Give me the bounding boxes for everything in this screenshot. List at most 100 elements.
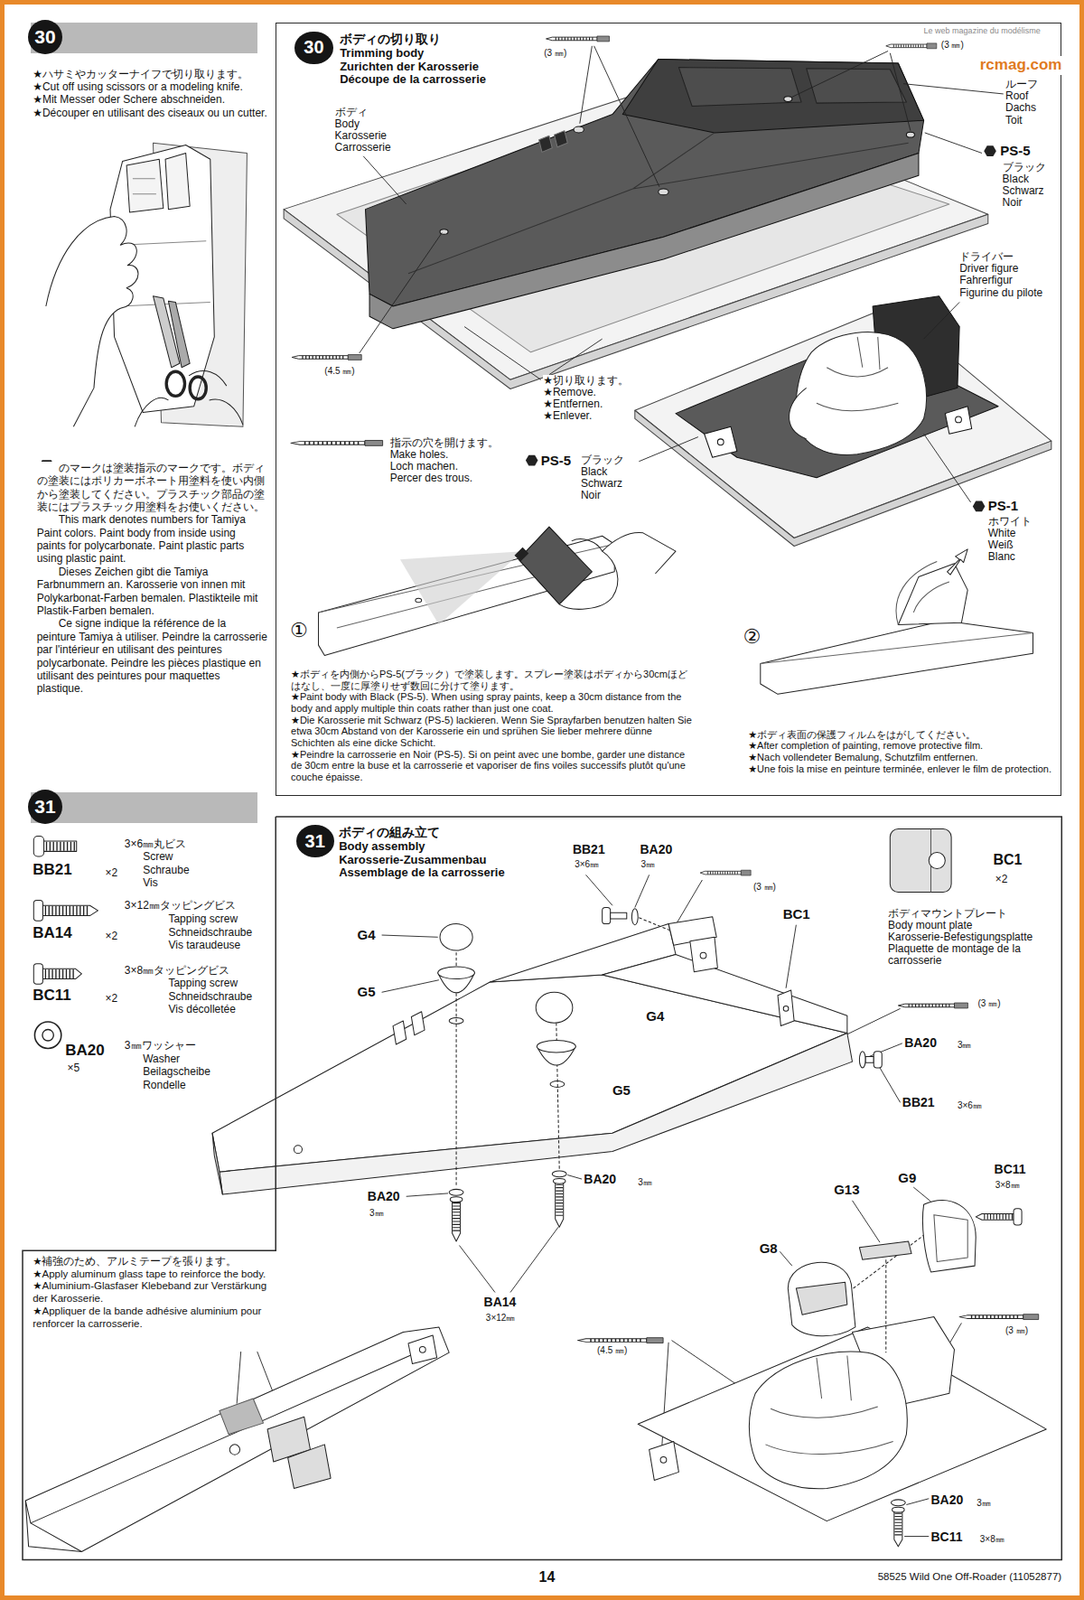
label-text: Schneidschraube	[168, 990, 253, 1003]
leader-line	[925, 132, 982, 154]
screw-icon	[33, 900, 43, 922]
label-text: Roof	[1005, 90, 1028, 103]
film-removal-illustration	[897, 563, 968, 626]
label-group: ScrewSchraubeVis	[142, 850, 189, 889]
step-header-band: 31	[30, 792, 258, 823]
label-group: (4.5 ㎜)	[597, 1345, 627, 1356]
part-number: BA20	[367, 1188, 401, 1205]
step-number: 31	[28, 789, 63, 824]
instruction-note: Dieses Zeichen gibt die Tamiya Farbnumme…	[37, 565, 268, 618]
driver-figure	[944, 406, 972, 435]
tape-illustration	[25, 1349, 424, 1552]
label-group: BB21	[32, 860, 72, 879]
body-mount-plate	[777, 990, 795, 1027]
label-text: ★Remove.	[542, 386, 597, 399]
driver-figure	[660, 1456, 667, 1463]
driver-figure	[704, 426, 738, 458]
label-group: 3×6㎜	[574, 859, 599, 870]
leader-line	[406, 1175, 582, 1293]
label-group: BC11	[931, 1529, 963, 1545]
label-group: G9	[897, 1169, 916, 1187]
label-text: 3×8㎜	[980, 1533, 1005, 1545]
label-group: ★ハサミやカッターナイフで切り取ります。★Cut off using sciss…	[32, 67, 274, 121]
driver-figure	[983, 1214, 1013, 1220]
film-removal-illustration	[760, 633, 1034, 664]
leader-line	[579, 46, 660, 187]
screw-icon	[452, 1200, 461, 1242]
label-group: ②	[743, 625, 762, 649]
label-group: G5	[612, 1082, 631, 1099]
label-group: 3㎜ワッシャー	[124, 1038, 197, 1052]
label-text: ②	[743, 625, 762, 649]
label-text: 3㎜	[957, 1039, 972, 1051]
label-group: ★ボディ表面の保護フィルムをはがしてください。★After completion…	[747, 728, 1060, 776]
label-text: White	[988, 527, 1017, 540]
instruction-note: ★Die Karosserie mit Schwarz (PS-5) lacki…	[290, 714, 694, 749]
paint-illustration	[518, 526, 592, 605]
body-shell	[573, 126, 584, 133]
driver-figure	[890, 1499, 906, 1506]
trimming-illustration	[118, 178, 211, 307]
trimming-illustration	[46, 216, 139, 428]
screw-icon	[865, 1055, 874, 1063]
label-group: BC1	[783, 906, 811, 923]
instruction-note: Ce signe indique la référence de la pein…	[37, 616, 268, 695]
body-shell	[411, 1011, 425, 1036]
label-text: Washer	[142, 1052, 180, 1066]
illustration	[25, 36, 1052, 1552]
label-text: Vis décolletée	[168, 1002, 236, 1016]
label-group: 3×8㎜	[995, 1179, 1020, 1191]
node-text-block: 31	[296, 824, 335, 858]
paint-mark	[983, 145, 997, 157]
instruction-note: ★ボディ表面の保護フィルムをはがしてください。	[747, 728, 976, 741]
screw-icon	[448, 1188, 464, 1196]
driver-figure	[934, 1214, 968, 1262]
label-group: ドライバーDriver figureFahrerfigurFigurine du…	[959, 251, 1043, 300]
screw-icon	[42, 968, 82, 979]
part-number: G8	[759, 1240, 778, 1257]
part-number: G5	[356, 983, 375, 1000]
body-shell	[784, 96, 793, 103]
part-number: BA20	[639, 841, 673, 858]
driver-figure	[894, 1513, 902, 1538]
label-text: Fahrerfigur	[959, 274, 1013, 287]
screw-icon	[638, 917, 672, 932]
label-text: Noir	[580, 489, 601, 502]
label-group: (4.5 ㎜)	[324, 365, 355, 377]
label-text: ×2	[104, 866, 118, 879]
screw-icon	[551, 1170, 567, 1178]
node-text-block: 30	[28, 19, 63, 55]
body-shell	[658, 188, 669, 196]
step-header-band: 30	[30, 22, 258, 54]
body-mount-plate	[700, 952, 707, 959]
label-group: G13	[833, 1181, 860, 1198]
label-text: Loch machen.	[390, 460, 458, 473]
screw-icon	[555, 1181, 564, 1227]
label-text: (3 ㎜)	[543, 47, 567, 59]
body-shell	[212, 1132, 223, 1195]
label-text: 3㎜	[641, 859, 656, 870]
label-text: Make holes.	[390, 448, 449, 461]
paint-illustration	[559, 532, 676, 610]
step-number: 30	[294, 31, 333, 65]
label-text: Black	[580, 466, 608, 478]
instruction-note: This mark denotes numbers for Tamiya Pai…	[37, 513, 268, 566]
leader-line	[359, 233, 443, 354]
screw-icon	[873, 1051, 882, 1068]
washer-icon	[42, 1029, 54, 1041]
label-group: ボディマウントプレートBody mount plateKarosserie-Be…	[887, 907, 1060, 968]
leader-line	[779, 1186, 931, 1266]
label-text: 3㎜	[369, 1207, 384, 1219]
label-text: Schraube	[142, 863, 189, 877]
label-text: Blanc	[988, 551, 1016, 563]
tape-illustration	[229, 1444, 240, 1455]
part-number: BA20	[583, 1171, 617, 1187]
label-text: Weiß	[988, 539, 1014, 552]
paint-mark	[525, 455, 539, 467]
tape-illustration	[408, 1335, 438, 1365]
trimming-illustration	[189, 376, 206, 400]
label-text: Vis taraudeuse	[168, 938, 241, 952]
screw-icon	[45, 969, 76, 979]
label-group: (3 ㎜)	[941, 39, 964, 51]
